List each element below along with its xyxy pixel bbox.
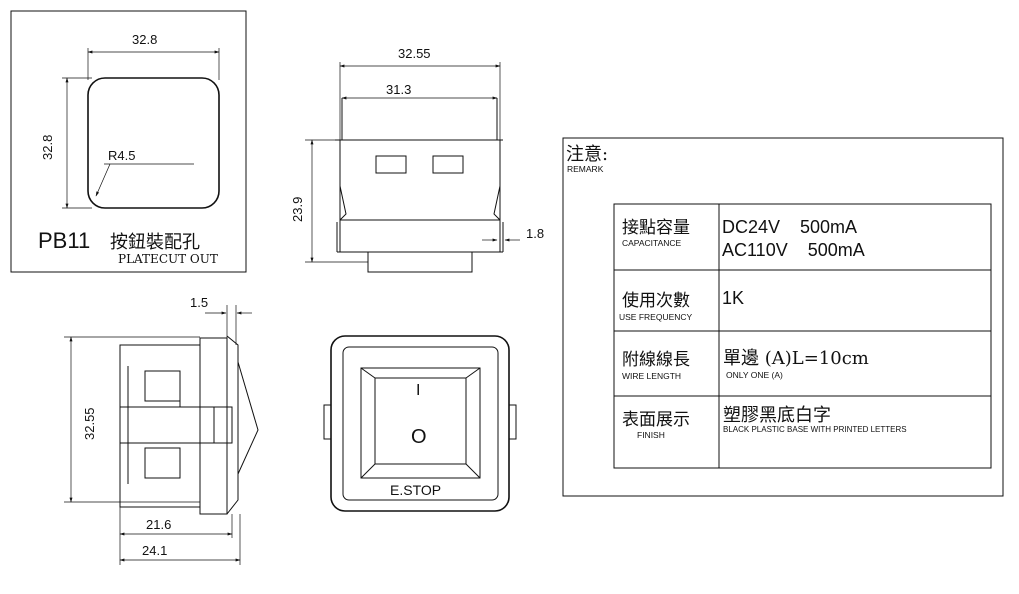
- remark-frame: [562, 137, 1004, 497]
- left-view-body: [119, 344, 201, 508]
- top-view-base: [367, 251, 473, 273]
- on-mark: I: [416, 382, 420, 399]
- capacitance-value-ac: AC110V 500mA: [722, 240, 865, 260]
- flange-dim: 1.8: [526, 226, 544, 241]
- use-frequency-value: 1K: [722, 288, 744, 308]
- front-view: I O E.STOP: [323, 335, 517, 512]
- capacitance-value-dc: DC24V 500mA: [722, 217, 857, 237]
- rocker-outer: [360, 367, 481, 479]
- total-depth-dim: 24.1: [142, 543, 167, 558]
- spec-table: [613, 203, 992, 469]
- cutout-height-dim: 32.8: [40, 135, 55, 160]
- top-inner-width-dim: 31.3: [386, 82, 411, 97]
- side-view-top: 32.55 31.3 23.9 1.8: [290, 46, 544, 273]
- cutout-frame: [10, 10, 247, 273]
- estop-label: E.STOP: [390, 482, 441, 498]
- finish-label-zh: 表面展示: [622, 410, 690, 430]
- cutout-title-en: PLATECUT OUT: [118, 252, 218, 266]
- wire-length-label-en: WIRE LENGTH: [622, 371, 681, 381]
- plate-thickness-dim: 1.5: [190, 295, 208, 310]
- cutout-title-zh: 按鈕裝配孔: [110, 232, 200, 253]
- terminal-bottom: [144, 447, 181, 479]
- remark-box: 注意: REMARK 接點容量 CAPACITANCE DC24V 500mA …: [562, 137, 1004, 497]
- model-number: PB11: [38, 228, 90, 253]
- top-height-dim: 23.9: [290, 197, 305, 222]
- body-depth-dim: 21.6: [146, 517, 171, 532]
- cutout-square: [87, 77, 220, 209]
- terminal-top: [144, 370, 181, 402]
- use-frequency-label-en: USE FREQUENCY: [619, 312, 693, 322]
- finish-value: 塑膠黑底白字: [723, 405, 831, 426]
- top-view-body: [339, 139, 501, 253]
- center-tab: [119, 406, 233, 444]
- remark-title-zh: 注意:: [566, 144, 608, 165]
- off-mark: O: [411, 426, 427, 448]
- plate-cutout-view: 32.8 32.8 R4.5 PB11 按鈕裝配孔 PLATECUT OUT: [10, 10, 247, 273]
- cutout-radius-dim: R4.5: [108, 148, 135, 163]
- front-inner-bezel: [342, 346, 499, 501]
- finish-label-en: FINISH: [637, 430, 665, 440]
- rocker-inner: [374, 377, 467, 465]
- terminal-slot-left: [375, 155, 407, 174]
- capacitance-label-zh: 接點容量: [622, 218, 690, 238]
- wire-length-label-zh: 附線線長: [622, 350, 690, 370]
- left-height-dim: 32.55: [82, 407, 97, 440]
- use-frequency-label-zh: 使用次數: [622, 290, 690, 311]
- capacitance-label-en: CAPACITANCE: [622, 238, 682, 248]
- remark-title-en: REMARK: [567, 164, 604, 174]
- cutout-width-dim: 32.8: [132, 32, 157, 47]
- finish-sub: BLACK PLASTIC BASE WITH PRINTED LETTERS: [723, 425, 907, 434]
- wire-length-sub: ONLY ONE (A): [726, 370, 783, 380]
- top-overall-width-dim: 32.55: [398, 46, 431, 61]
- terminal-slot-right: [432, 155, 464, 174]
- side-view-left: 1.5 32.55 21.6 24.1: [64, 295, 259, 565]
- wire-length-value: 單邊 (A)L=10cm: [723, 348, 869, 369]
